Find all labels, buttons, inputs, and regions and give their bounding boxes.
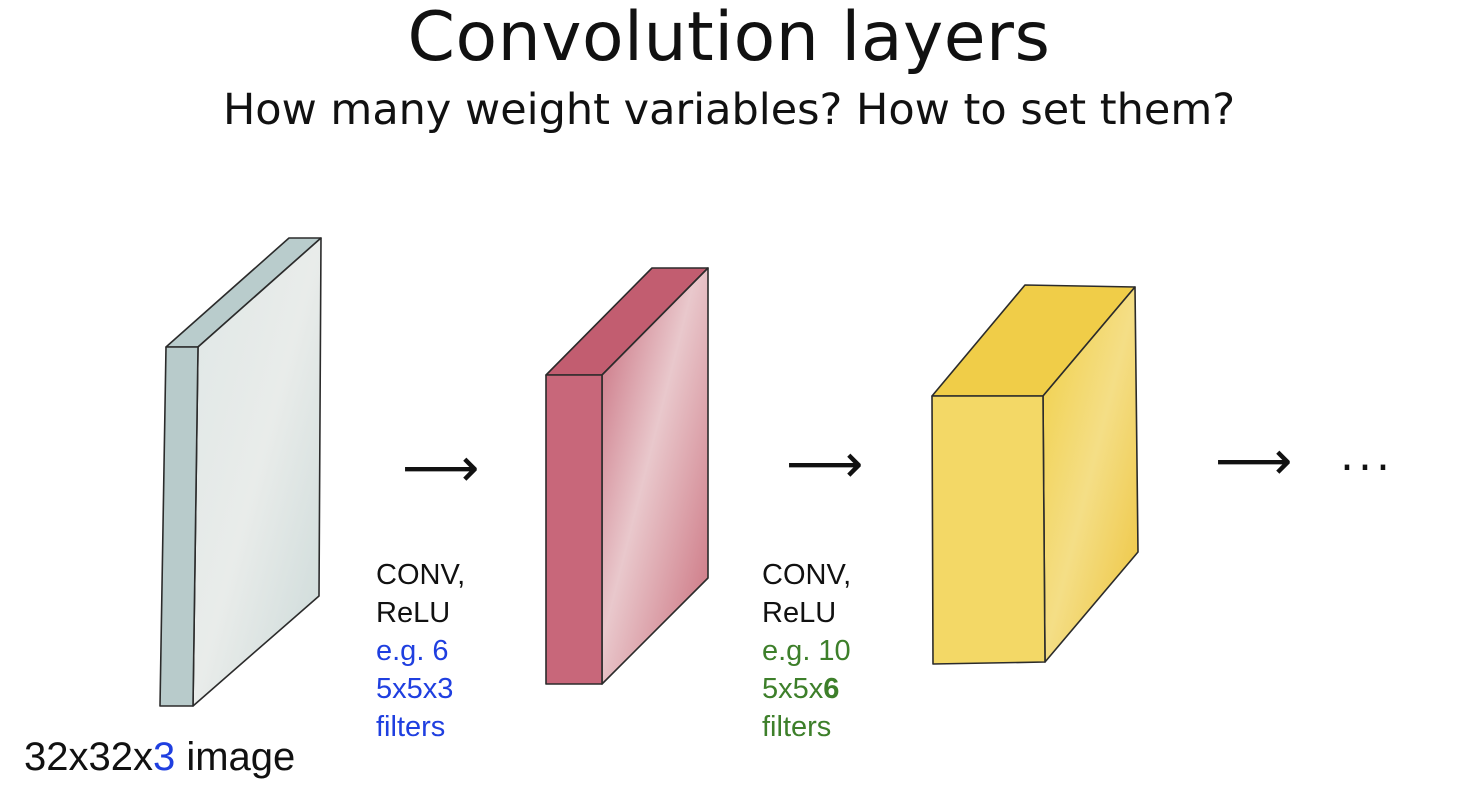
conv2-filter-size-prefix: 5x5x	[762, 673, 824, 705]
conv2-filter-size: 5x5x6	[762, 670, 851, 708]
conv2-volume-front	[931, 395, 1046, 665]
arrow-icon: ⟶	[786, 432, 864, 495]
conv1-filter-size: 5x5x3	[376, 673, 454, 705]
caption-suffix: image	[175, 735, 296, 779]
conv2-count: e.g. 10	[762, 635, 851, 667]
caption-prefix: 32x32x	[24, 735, 153, 779]
conv1-label: CONV, ReLU e.g. 6 5x5x3 filters	[376, 556, 465, 746]
input-volume	[159, 237, 322, 707]
conv2-volume	[931, 284, 1139, 665]
conv1-volume	[545, 267, 709, 685]
continuation-ellipsis: ...	[1340, 430, 1394, 481]
arrow-icon: ⟶	[402, 436, 480, 499]
slide-subtitle: How many weight variables? How to set th…	[222, 85, 1236, 135]
arrow-icon: ⟶	[1215, 429, 1293, 492]
conv1-op-line1: CONV,	[376, 559, 466, 591]
conv1-filters-word: filters	[376, 711, 446, 743]
input-volume-side	[159, 346, 199, 707]
conv2-label: CONV, ReLU e.g. 10 5x5x6 filters	[762, 556, 851, 746]
conv1-op-line2: ReLU	[376, 597, 451, 629]
conv2-op-line2: ReLU	[762, 597, 837, 629]
input-image-caption: 32x32x3 image	[24, 732, 295, 782]
slide-title: Convolution layers	[407, 0, 1051, 77]
conv2-filter-size-depth: 6	[823, 673, 840, 705]
conv2-op-line1: CONV,	[762, 559, 852, 591]
conv1-count: e.g. 6	[376, 635, 449, 667]
conv2-filters-word: filters	[762, 711, 832, 743]
conv1-volume-front	[545, 374, 603, 685]
caption-depth: 3	[152, 735, 176, 779]
